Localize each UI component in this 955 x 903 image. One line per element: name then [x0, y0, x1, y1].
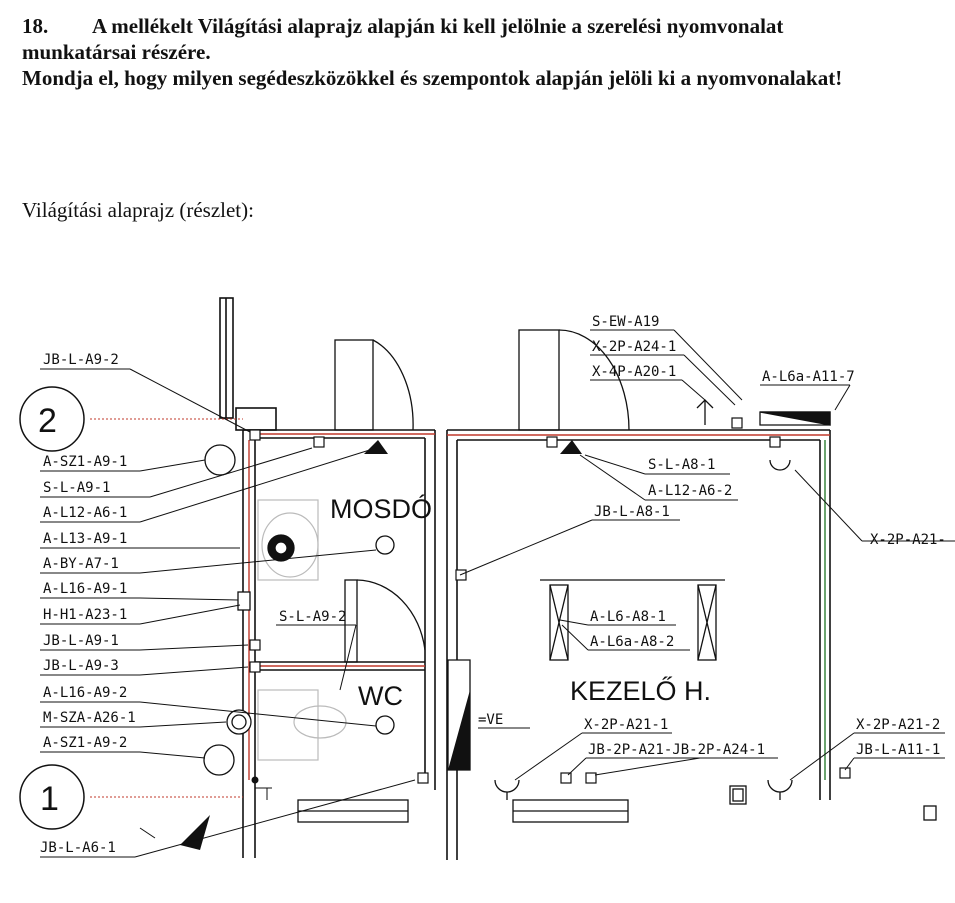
- dimension-ticks: [139, 787, 272, 839]
- svg-text:2: 2: [38, 402, 57, 440]
- label-a-l13-a9-1: A-L13-A9-1: [43, 531, 127, 547]
- walls: [219, 297, 831, 860]
- label-jb-l-a8-1: JB-L-A8-1: [594, 504, 670, 520]
- room-kezelo: KEZELŐ H.: [570, 675, 711, 706]
- label-s-l-a9-2: S-L-A9-2: [279, 609, 346, 625]
- junction-boxes: [249, 417, 851, 784]
- question-text-1: A mellékelt Világítási alaprajz alapján …: [92, 14, 784, 38]
- svg-text:1: 1: [40, 780, 59, 818]
- label-s-ew-a19: S-EW-A19: [592, 314, 659, 330]
- room-wc: WC: [358, 681, 403, 711]
- label-m-sza-a26-1: M-SZA-A26-1: [43, 710, 136, 726]
- radiators: [297, 785, 937, 823]
- label-jb-l-a6-1: JB-L-A6-1: [40, 840, 116, 856]
- cable-routes: [248, 433, 830, 780]
- label-x-4p-a20-1: X-4P-A20-1: [592, 364, 676, 380]
- label-a-sz1-a9-1: A-SZ1-A9-1: [43, 454, 127, 470]
- label-jb-l-a9-1: JB-L-A9-1: [43, 633, 119, 649]
- label-x-2p-a21-1: X-2P-A21-1: [584, 717, 668, 733]
- round-fixtures: [203, 444, 395, 776]
- top-leaders: [579, 329, 851, 501]
- label-a-l16-a9-1: A-L16-A9-1: [43, 581, 127, 597]
- label-x-2p-a21-2: X-2P-A21-2: [856, 717, 940, 733]
- label-a-sz1-a9-2: A-SZ1-A9-2: [43, 735, 127, 751]
- switch-symbols: [180, 440, 582, 850]
- sanitary-fixtures: [257, 499, 347, 761]
- label-jb-l-a9-2: JB-L-A9-2: [43, 352, 119, 368]
- plan-subtitle: Világítási alaprajz (részlet):: [22, 198, 254, 222]
- label-jb-l-a9-3: JB-L-A9-3: [43, 658, 119, 674]
- label-s-l-a9-1: S-L-A9-1: [43, 480, 110, 496]
- question-text-3: Mondja el, hogy milyen segédeszközökkel …: [22, 66, 843, 90]
- label-a-l6a-a8-2: A-L6a-A8-2: [590, 634, 674, 650]
- axis-marker-1: 1: [19, 764, 243, 830]
- label-a-l12-a6-1: A-L12-A6-1: [43, 505, 127, 521]
- left-labels: JB-L-A9-2 A-SZ1-A9-1 S-L-A9-1 A-L12-A6-1…: [40, 352, 136, 856]
- label-x-2p-a24-1: X-2P-A24-1: [592, 339, 676, 355]
- label-a-l16-a9-2: A-L16-A9-2: [43, 685, 127, 701]
- label-x-2p-a21-right: X-2P-A21-: [870, 532, 946, 548]
- axis-marker-2: 2: [19, 386, 243, 452]
- label-jb-2p-a21-jb-2p-a24-1: JB-2P-A21-JB-2P-A24-1: [588, 742, 765, 758]
- label-a-l6a-a11-7: A-L6a-A11-7: [762, 369, 855, 385]
- question-text-2: munkatársai részére.: [22, 40, 211, 64]
- mid-leaders: [276, 519, 778, 781]
- luminaires: [540, 411, 831, 661]
- question-number: 18.: [22, 14, 49, 38]
- room-mosdo: MOSDÓ: [330, 493, 432, 524]
- right-leaders: [789, 469, 955, 781]
- left-leaders: [40, 368, 416, 858]
- question-line-1: 18. A mellékelt Világítási alaprajz alapj…: [22, 14, 783, 39]
- socket-symbols: [494, 399, 793, 800]
- label-a-l12-a6-2: A-L12-A6-2: [648, 483, 732, 499]
- label-a-by-a7-1: A-BY-A7-1: [43, 556, 119, 572]
- label-jb-l-a11-1: JB-L-A11-1: [856, 742, 940, 758]
- doors: [334, 329, 630, 663]
- label-a-l6-a8-1: A-L6-A8-1: [590, 609, 666, 625]
- label-ve: =VE: [478, 712, 503, 728]
- label-h-h1-a23-1: H-H1-A23-1: [43, 607, 127, 623]
- label-s-l-a8-1: S-L-A8-1: [648, 457, 715, 473]
